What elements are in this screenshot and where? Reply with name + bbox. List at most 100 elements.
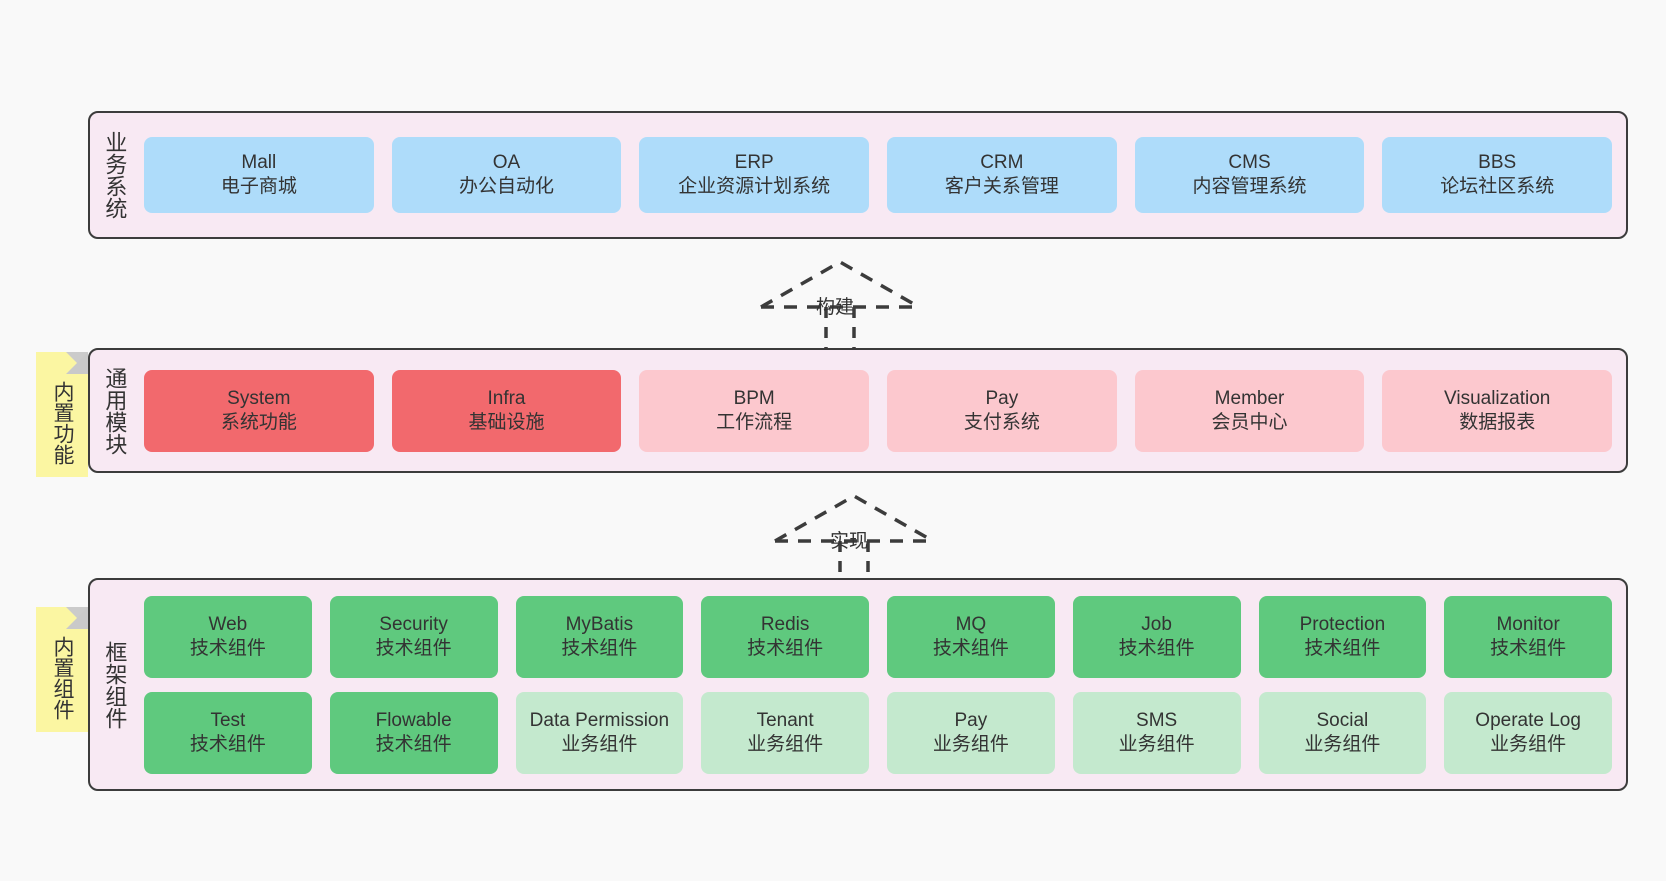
node-subtitle: 业务组件 bbox=[561, 733, 638, 755]
sticky-note-builtin-component: 内置组件 bbox=[36, 607, 88, 732]
node-subtitle: 基础设施 bbox=[468, 411, 545, 433]
layer-common-modules: 通用模块 System 系统功能 Infra 基础设施 BPM 工作流程 Pay… bbox=[88, 348, 1628, 473]
node-title: Pay bbox=[985, 387, 1019, 409]
node-subtitle: 电子商城 bbox=[220, 176, 297, 197]
node-job[interactable]: Job 技术组件 bbox=[1072, 595, 1241, 678]
node-title: CRM bbox=[980, 152, 1024, 174]
node-web[interactable]: Web 技术组件 bbox=[144, 595, 312, 678]
node-subtitle: 技术组件 bbox=[932, 637, 1009, 659]
node-bbs[interactable]: BBS 论坛社区系统 bbox=[1382, 137, 1613, 213]
node-tenant[interactable]: Tenant 业务组件 bbox=[701, 691, 869, 774]
node-title: Pay bbox=[954, 709, 988, 731]
node-subtitle: 企业资源计划系统 bbox=[678, 176, 831, 197]
node-subtitle: 系统功能 bbox=[220, 411, 297, 433]
node-mall[interactable]: Mall 电子商城 bbox=[144, 137, 374, 213]
node-pay-component[interactable]: Pay 业务组件 bbox=[887, 691, 1055, 774]
node-title: CMS bbox=[1228, 152, 1271, 174]
node-crm[interactable]: CRM 客户关系管理 bbox=[887, 137, 1117, 213]
node-title: Web bbox=[208, 613, 248, 635]
node-oa[interactable]: OA 办公自动化 bbox=[391, 137, 622, 213]
node-title: Protection bbox=[1299, 613, 1386, 635]
node-title: Data Permission bbox=[529, 709, 670, 731]
layer-body-framework: Web 技术组件 Security 技术组件 MyBatis 技术组件 Redi… bbox=[138, 580, 1626, 789]
node-subtitle: 业务组件 bbox=[932, 733, 1009, 755]
node-subtitle: 技术组件 bbox=[1490, 637, 1567, 659]
node-pay-module[interactable]: Pay 支付系统 bbox=[887, 369, 1117, 452]
node-subtitle: 办公自动化 bbox=[459, 176, 555, 197]
node-title: Member bbox=[1214, 387, 1285, 409]
node-subtitle: 工作流程 bbox=[716, 411, 793, 433]
node-subtitle: 技术组件 bbox=[375, 637, 452, 659]
node-erp[interactable]: ERP 企业资源计划系统 bbox=[639, 137, 870, 213]
node-title: BBS bbox=[1478, 152, 1517, 174]
node-title: Mall bbox=[241, 152, 277, 174]
layer-row: System 系统功能 Infra 基础设施 BPM 工作流程 Pay 支付系统… bbox=[144, 369, 1613, 452]
layer-row: Test 技术组件 Flowable 技术组件 Data Permission … bbox=[144, 691, 1612, 774]
node-bpm[interactable]: BPM 工作流程 bbox=[639, 369, 870, 452]
node-subtitle: 业务组件 bbox=[1118, 733, 1195, 755]
node-visualization[interactable]: Visualization 数据报表 bbox=[1382, 369, 1613, 452]
node-title: BPM bbox=[733, 387, 775, 409]
layer-title-framework: 框架组件 bbox=[102, 640, 128, 729]
node-data-permission[interactable]: Data Permission 业务组件 bbox=[515, 691, 684, 774]
node-subtitle: 业务组件 bbox=[747, 733, 824, 755]
layer-framework-components: 框架组件 Web 技术组件 Security 技术组件 MyBatis 技术组件… bbox=[88, 578, 1628, 791]
node-monitor[interactable]: Monitor 技术组件 bbox=[1444, 595, 1612, 678]
node-subtitle: 技术组件 bbox=[561, 637, 638, 659]
node-title: System bbox=[227, 387, 291, 409]
node-subtitle: 论坛社区系统 bbox=[1440, 176, 1555, 197]
node-infra[interactable]: Infra 基础设施 bbox=[391, 369, 622, 452]
layer-body-modules: System 系统功能 Infra 基础设施 BPM 工作流程 Pay 支付系统… bbox=[138, 350, 1626, 471]
folded-corner-icon bbox=[66, 352, 88, 374]
node-title: Infra bbox=[487, 387, 526, 409]
node-title: Redis bbox=[760, 613, 810, 635]
node-mq[interactable]: MQ 技术组件 bbox=[887, 595, 1055, 678]
node-mybatis[interactable]: MyBatis 技术组件 bbox=[515, 595, 684, 678]
connector-build: 构建 bbox=[756, 256, 920, 356]
node-subtitle: 业务组件 bbox=[1490, 733, 1567, 755]
connector-label-build: 构建 bbox=[816, 297, 855, 318]
node-protection[interactable]: Protection 技术组件 bbox=[1258, 595, 1427, 678]
node-title: OA bbox=[492, 152, 521, 174]
connector-implement: 实现 bbox=[770, 490, 934, 590]
node-title: ERP bbox=[734, 152, 774, 174]
node-sms[interactable]: SMS 业务组件 bbox=[1072, 691, 1241, 774]
node-title: Social bbox=[1316, 709, 1369, 731]
node-title: Test bbox=[210, 709, 246, 731]
node-title: SMS bbox=[1136, 709, 1178, 731]
folded-corner-icon bbox=[66, 607, 88, 629]
node-subtitle: 技术组件 bbox=[1118, 637, 1195, 659]
node-subtitle: 技术组件 bbox=[1304, 637, 1381, 659]
node-subtitle: 业务组件 bbox=[1304, 733, 1381, 755]
node-title: Job bbox=[1141, 613, 1172, 635]
node-subtitle: 内容管理系统 bbox=[1192, 176, 1307, 197]
node-member[interactable]: Member 会员中心 bbox=[1134, 369, 1365, 452]
node-title: Tenant bbox=[756, 709, 814, 731]
node-subtitle: 支付系统 bbox=[963, 411, 1040, 433]
node-title: Visualization bbox=[1444, 387, 1551, 409]
layer-title-modules: 通用模块 bbox=[102, 366, 128, 455]
node-subtitle: 数据报表 bbox=[1459, 411, 1536, 433]
sticky-note-text: 内置功能 bbox=[50, 380, 74, 465]
connector-label-implement: 实现 bbox=[830, 531, 869, 552]
node-title: MQ bbox=[955, 613, 987, 635]
sticky-note-builtin-feature: 内置功能 bbox=[36, 352, 88, 477]
sticky-note-text: 内置组件 bbox=[50, 635, 74, 720]
node-subtitle: 会员中心 bbox=[1211, 411, 1288, 433]
layer-title-business: 业务系统 bbox=[102, 131, 128, 219]
node-title: Operate Log bbox=[1475, 709, 1581, 731]
layer-business-systems: 业务系统 Mall 电子商城 OA 办公自动化 ERP 企业资源计划系统 CRM… bbox=[88, 111, 1628, 239]
node-title: MyBatis bbox=[565, 613, 634, 635]
node-test[interactable]: Test 技术组件 bbox=[144, 691, 312, 774]
node-flowable[interactable]: Flowable 技术组件 bbox=[329, 691, 498, 774]
node-social[interactable]: Social 业务组件 bbox=[1258, 691, 1427, 774]
node-operate-log[interactable]: Operate Log 业务组件 bbox=[1444, 691, 1612, 774]
node-redis[interactable]: Redis 技术组件 bbox=[701, 595, 869, 678]
node-title: Monitor bbox=[1496, 613, 1560, 635]
node-security[interactable]: Security 技术组件 bbox=[329, 595, 498, 678]
node-cms[interactable]: CMS 内容管理系统 bbox=[1134, 137, 1365, 213]
layer-row: Mall 电子商城 OA 办公自动化 ERP 企业资源计划系统 CRM 客户关系… bbox=[144, 137, 1613, 213]
node-subtitle: 技术组件 bbox=[189, 637, 266, 659]
node-system[interactable]: System 系统功能 bbox=[144, 369, 374, 452]
